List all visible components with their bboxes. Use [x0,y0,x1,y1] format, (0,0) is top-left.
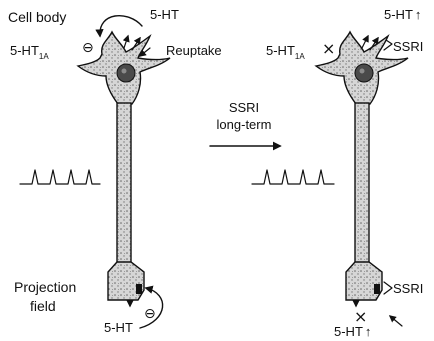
left-5ht1a-label: 5-HT1A [10,43,49,61]
projection-label: Projection [14,279,76,295]
right-axon [355,103,369,263]
right-terminal [346,262,382,300]
left-axon [117,103,131,263]
long-term-label: long-term [217,117,272,132]
right-5ht1a-label: 5-HT1A [266,43,305,61]
left-autoreceptor-arrow [100,16,142,36]
left-terminal-transporter [136,284,142,294]
right-spike-train [252,170,334,184]
left-nucleus [117,64,135,82]
left-5ht-bottom-label: 5-HT [104,320,133,335]
right-nucleus [355,64,373,82]
ssri-terminal-label: SSRI [393,281,423,296]
right-5ht-bottom-label: 5-HT↑ [334,324,371,339]
left-terminal [108,262,144,300]
left-inhibit-symbol: ⊖ [82,40,94,56]
ssri-soma-label: SSRI [393,39,423,54]
right-terminal-transporter [374,284,380,294]
field-label: field [30,298,56,314]
cell-body-label: Cell body [8,9,66,25]
reuptake-label: Reuptake [166,43,222,58]
ssri-treatment-label: SSRI [229,100,259,115]
autoreceptor-blocked-mark: × [322,39,335,58]
left-spike-train [20,170,100,184]
right-neuron [252,32,408,326]
right-5ht-top-label: 5-HT↑ [384,7,421,22]
terminal-inhibit-symbol: ⊖ [144,306,156,322]
left-5ht-top-label: 5-HT [150,7,179,22]
